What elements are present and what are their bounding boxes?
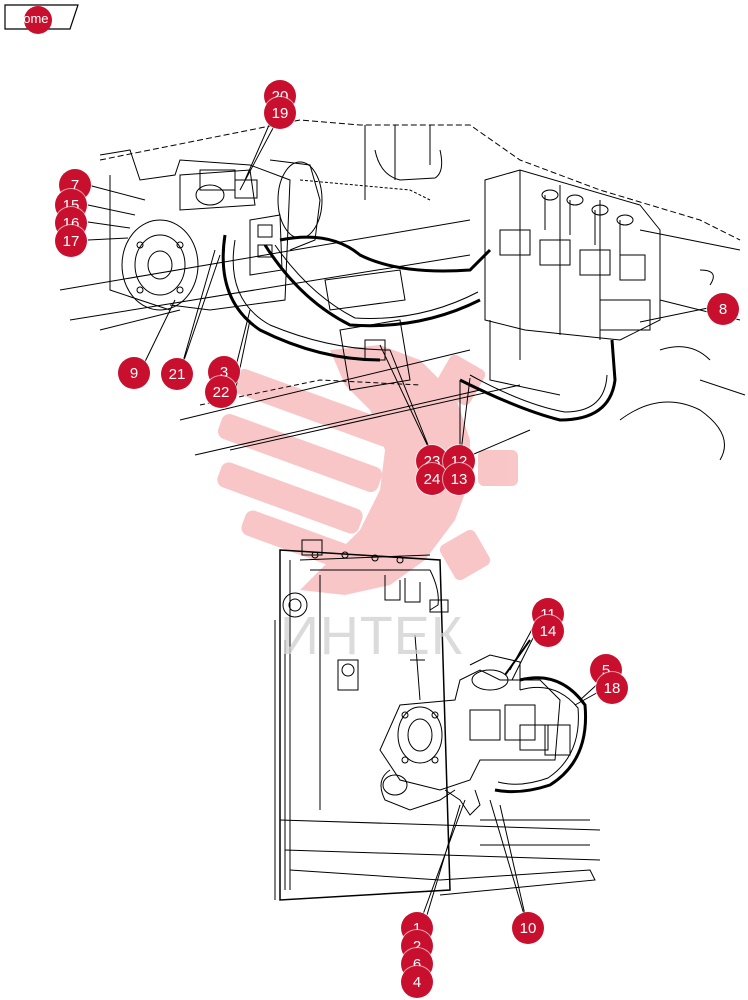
callout-14[interactable]: 14 (532, 615, 564, 647)
callout-21[interactable]: 21 (161, 358, 193, 390)
callout-24[interactable]: 24 (416, 463, 448, 495)
callout-19[interactable]: 19 (264, 97, 296, 129)
callout-9[interactable]: 9 (118, 357, 150, 389)
callout-10[interactable]: 10 (512, 912, 544, 944)
lower-assembly-drawing (274, 539, 603, 946)
callout-22[interactable]: 22 (205, 376, 237, 408)
watermark-text: ИНТЕК (280, 606, 464, 666)
upper-assembly-drawing (59, 99, 746, 461)
callout-4[interactable]: 4 (401, 966, 433, 998)
callout-8[interactable]: 8 (707, 293, 739, 325)
home-button[interactable]: home (4, 4, 79, 34)
callout-17[interactable]: 17 (55, 225, 87, 257)
home-label: home (16, 11, 49, 26)
callout-13[interactable]: 13 (443, 463, 475, 495)
home-dot-icon (24, 6, 52, 34)
callout-18[interactable]: 18 (596, 672, 628, 704)
